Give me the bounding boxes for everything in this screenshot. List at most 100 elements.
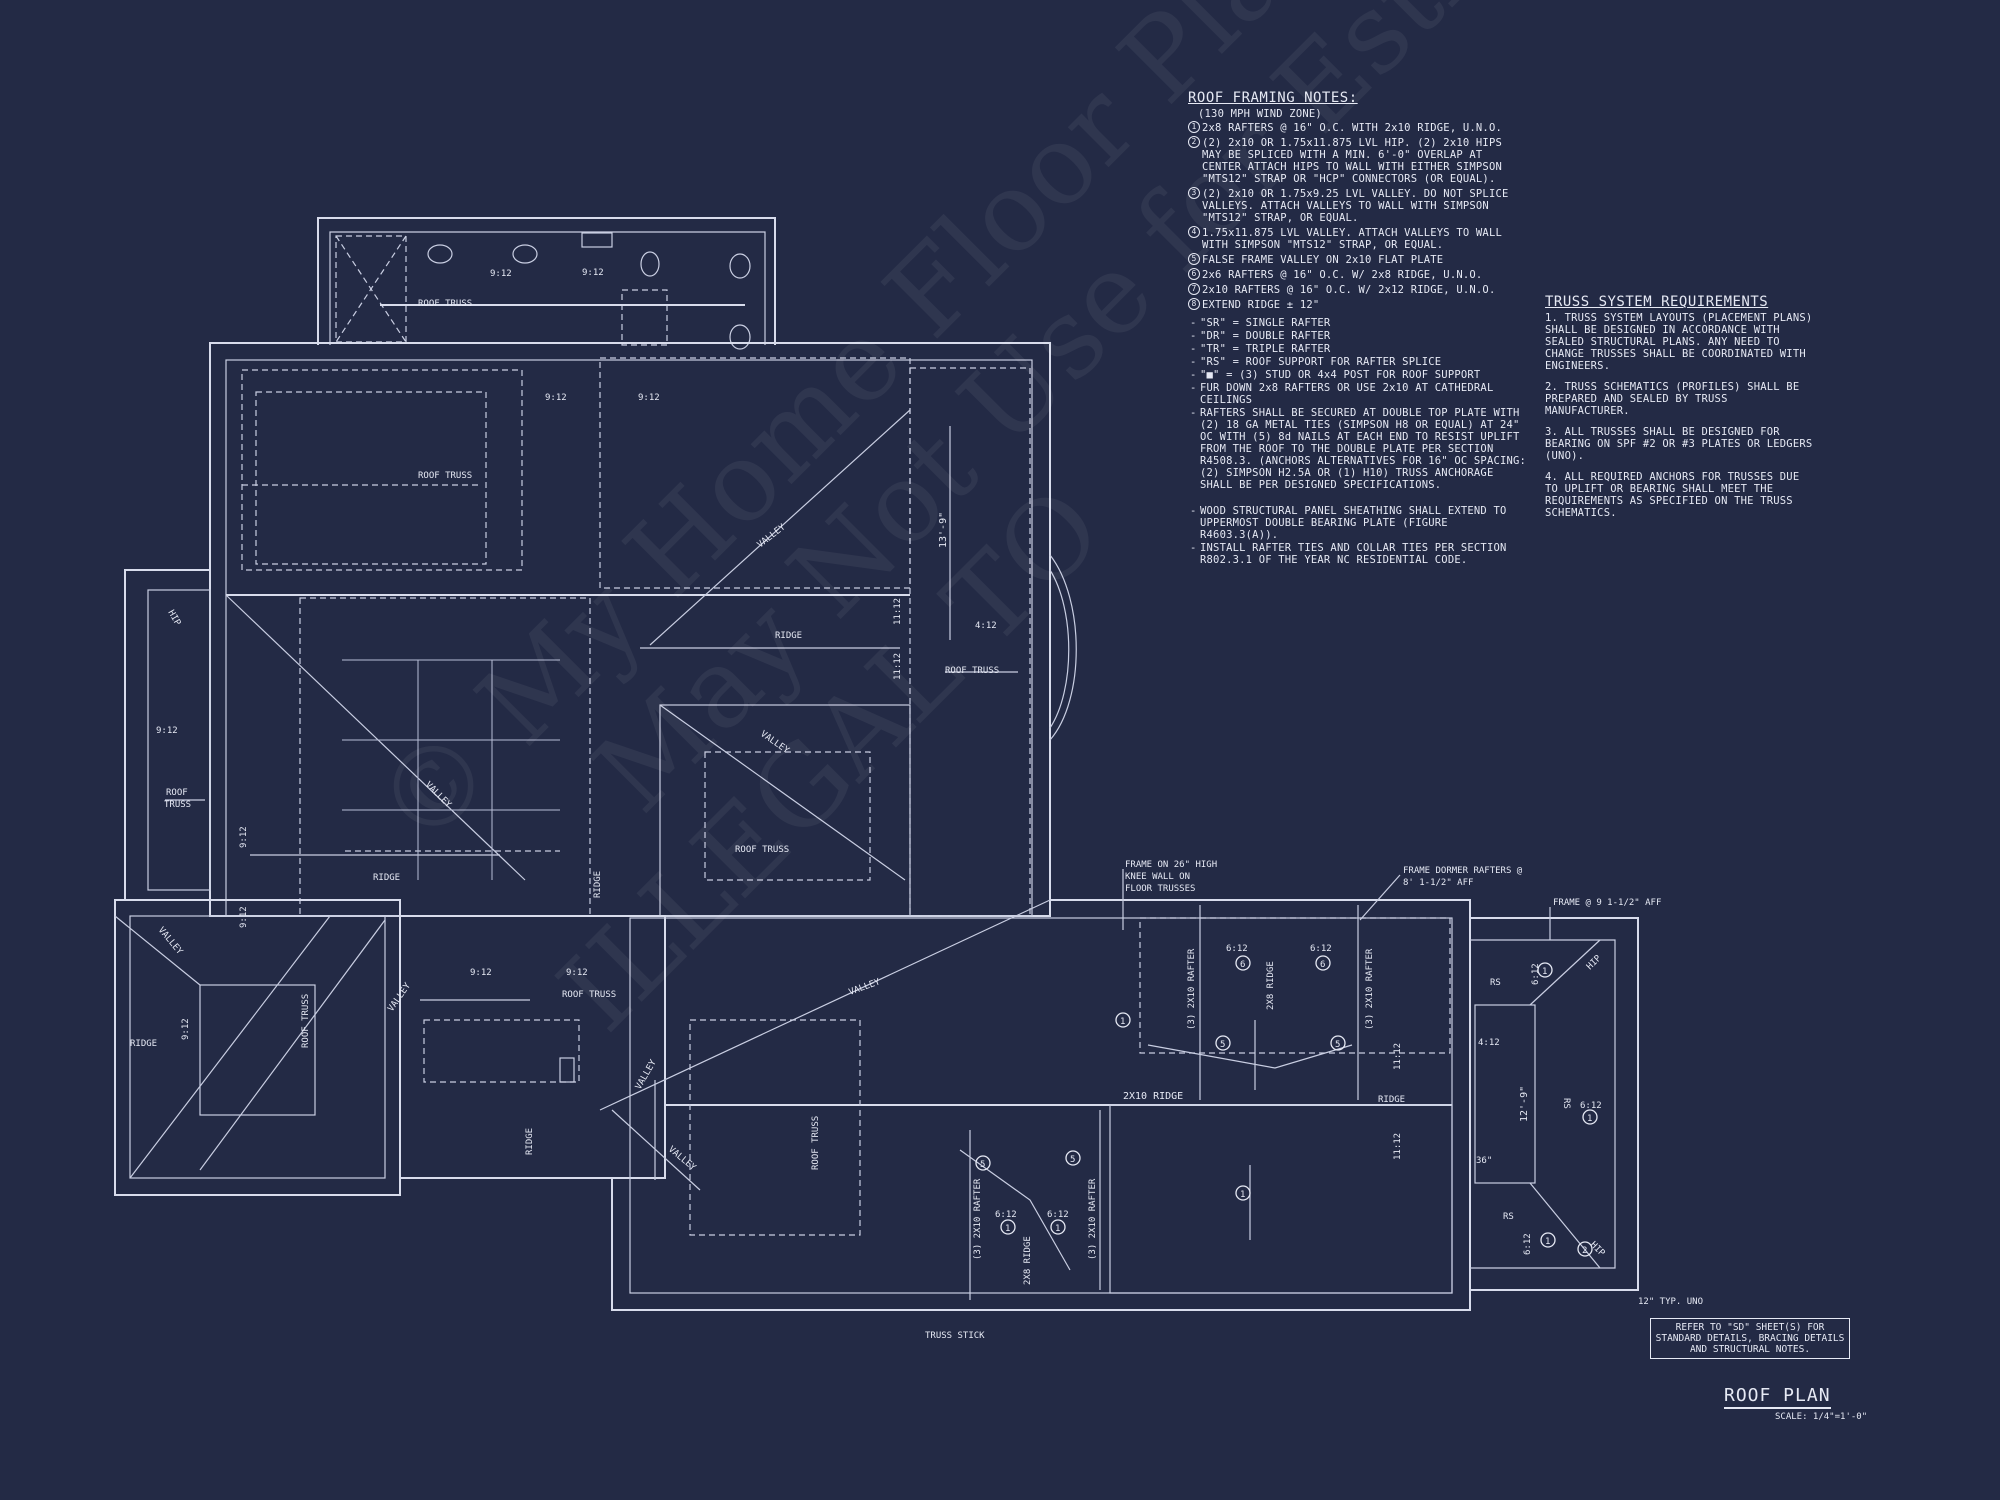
roof-bullet-5: "■" = (3) STUD OR 4x4 POST FOR ROOF SUPP… (1188, 369, 1528, 381)
label-pitch-6-12-e: 6:12 (1523, 1233, 1533, 1255)
label-pitch-6-12-g: 6:12 (1047, 1210, 1069, 1220)
roof-bullet-1: "SR" = SINGLE RAFTER (1188, 317, 1528, 329)
label-truss-stick: TRUSS STICK (925, 1331, 985, 1341)
label-roof-truss-upper: ROOF TRUSS (418, 471, 472, 481)
label-pitch-low-b: 9:12 (566, 968, 588, 978)
label-pitch-11-12-c: 11:12 (1393, 1043, 1403, 1070)
truss-note-4: 4. ALL REQUIRED ANCHORS FOR TRUSSES DUE … (1545, 471, 1800, 519)
label-pitch-left-c: 9:12 (239, 906, 249, 928)
label-rs-b: RS (1561, 1098, 1571, 1109)
label-pitch-top-b: 9:12 (582, 268, 604, 278)
label-frame-dormer-1: FRAME DORMER RAFTERS @ (1403, 866, 1523, 876)
label-frame-9: FRAME @ 9 1-1/2" AFF (1553, 898, 1661, 908)
label-pitch-4-12-b: 4:12 (1478, 1038, 1500, 1048)
num-5-a: 5 (1220, 1040, 1225, 1050)
label-dim-13-9: 13'-9" (938, 512, 949, 548)
label-ridge-2x10: 2X10 RIDGE (1123, 1091, 1183, 1102)
num-1-d: 1 (1055, 1224, 1060, 1234)
num-6-b: 6 (1320, 960, 1325, 970)
label-ridge-upper: RIDGE (775, 631, 802, 641)
num-5-b: 5 (1335, 1040, 1340, 1050)
label-roof-left-2: TRUSS (164, 800, 191, 810)
label-ridge-mid: RIDGE (373, 873, 400, 883)
label-frame-knee-wall-2: KNEE WALL ON (1125, 872, 1190, 882)
label-valley-a: VALLEY (756, 522, 788, 550)
label-pitch-top-a: 9:12 (490, 269, 512, 279)
roof-bullet-6: FUR DOWN 2x8 RAFTERS OR USE 2x10 AT CATH… (1188, 382, 1528, 406)
roof-bullet-4: "RS" = ROOF SUPPORT FOR RAFTER SPLICE (1188, 356, 1528, 368)
framing-lines (114, 409, 1601, 1300)
label-rafter-c: (3) 2X10 RAFTER (973, 1178, 983, 1260)
label-rafter-a: (3) 2X10 RAFTER (1187, 948, 1197, 1030)
label-rs-c: RS (1503, 1212, 1514, 1222)
truss-note-1: 1. TRUSS SYSTEM LAYOUTS (PLACEMENT PLANS… (1545, 312, 1813, 372)
label-rafter-b: (3) 2X10 RAFTER (1365, 948, 1375, 1030)
label-roof-truss-mid: ROOF TRUSS (735, 845, 789, 855)
num-1-c: 1 (1005, 1224, 1010, 1234)
truss-note-2: 2. TRUSS SCHEMATICS (PROFILES) SHALL BE … (1545, 381, 1800, 417)
sd-sheet-callout: REFER TO "SD" SHEET(S) FOR STANDARD DETA… (1650, 1318, 1850, 1359)
label-pitch-11-12-b: 11:12 (893, 653, 903, 680)
label-ridge-vertical: RIDGE (593, 871, 603, 898)
label-rafter-d: (3) 2X10 RAFTER (1088, 1178, 1098, 1260)
roof-notes-title: ROOF FRAMING NOTES: (1188, 90, 1358, 106)
label-roof-truss-top: ROOF TRUSS (418, 299, 472, 309)
label-pitch-4-12: 4:12 (975, 621, 997, 631)
num-1-g: 1 (1545, 1237, 1550, 1247)
label-ridge-lower-left: RIDGE (130, 1039, 157, 1049)
roof-note-2: 2(2) 2x10 OR 1.75x11.875 LVL HIP. (2) 2x… (1188, 136, 1528, 185)
window-pattern (342, 659, 560, 880)
roof-bullet-7: RAFTERS SHALL BE SECURED AT DOUBLE TOP P… (1188, 407, 1528, 491)
label-hip-left: HIP (165, 609, 182, 629)
num-5-d: 5 (1070, 1155, 1075, 1165)
truss-note-3: 3. ALL TRUSSES SHALL BE DESIGNED FOR BEA… (1545, 426, 1813, 462)
truss-notes-list: 1. TRUSS SYSTEM LAYOUTS (PLACEMENT PLANS… (1545, 312, 1815, 519)
label-pitch-top-c: 9:12 (545, 393, 567, 403)
sheet-title: ROOF PLAN (1724, 1385, 1831, 1409)
label-valley-c: VALLEY (423, 780, 453, 810)
roof-bullet-8: WOOD STRUCTURAL PANEL SHEATHING SHALL EX… (1188, 505, 1528, 541)
label-pitch-left-b: 9:12 (239, 826, 249, 848)
label-pitch-6-12-f: 6:12 (995, 1210, 1017, 1220)
label-pitch-left-a: 9:12 (156, 726, 178, 736)
num-1-b: 1 (1240, 1190, 1245, 1200)
label-roof-left-1: ROOF (166, 788, 188, 798)
label-rs-a: RS (1490, 978, 1501, 988)
label-pitch-top-d: 9:12 (638, 393, 660, 403)
roof-notes-subtitle: (130 MPH WIND ZONE) (1198, 108, 1322, 120)
roof-framing-notes: ROOF FRAMING NOTES: (130 MPH WIND ZONE) … (1188, 90, 1528, 567)
label-pitch-11-12-a: 11:12 (893, 598, 903, 625)
label-pitch-6-12-a: 6:12 (1226, 944, 1248, 954)
label-valley-h: VALLEY (666, 1145, 698, 1174)
label-pitch-6-12-c: 6:12 (1531, 963, 1541, 985)
num-1-a: 1 (1120, 1017, 1125, 1027)
label-frame-knee-wall-1: FRAME ON 26" HIGH (1125, 860, 1217, 870)
label-frame-dormer-2: 8' 1-1/2" AFF (1403, 878, 1473, 888)
roof-notes-bullets-tail: WOOD STRUCTURAL PANEL SHEATHING SHALL EX… (1188, 505, 1528, 566)
roof-bullet-9: INSTALL RAFTER TIES AND COLLAR TIES PER … (1188, 542, 1528, 566)
label-ridge-right: RIDGE (1378, 1095, 1405, 1105)
num-5-c: 5 (980, 1160, 985, 1170)
label-pitch-11-12-d: 11:12 (1393, 1133, 1403, 1160)
label-pitch-low-a: 9:12 (470, 968, 492, 978)
label-ridge-2x8-upper: 2X8 RIDGE (1266, 961, 1276, 1010)
num-1-e: 1 (1542, 967, 1547, 977)
label-roof-truss-low: ROOF TRUSS (562, 990, 616, 1000)
building-outlines (114, 217, 1639, 1311)
label-roof-truss-lower-left: ROOF TRUSS (301, 994, 311, 1048)
label-valley-f: VALLEY (848, 977, 883, 998)
label-frame-knee-wall-3: FLOOR TRUSSES (1125, 884, 1195, 894)
label-hip-right-a: HIP (1585, 953, 1604, 972)
label-pitch-left-d: 9:12 (181, 1018, 191, 1040)
label-ridge-2x8-lower: 2X8 RIDGE (1023, 1236, 1033, 1285)
label-ridge-low-vertical: RIDGE (525, 1128, 535, 1155)
roof-note-3: 3(2) 2x10 OR 1.75x9.25 LVL VALLEY. DO NO… (1188, 187, 1528, 224)
